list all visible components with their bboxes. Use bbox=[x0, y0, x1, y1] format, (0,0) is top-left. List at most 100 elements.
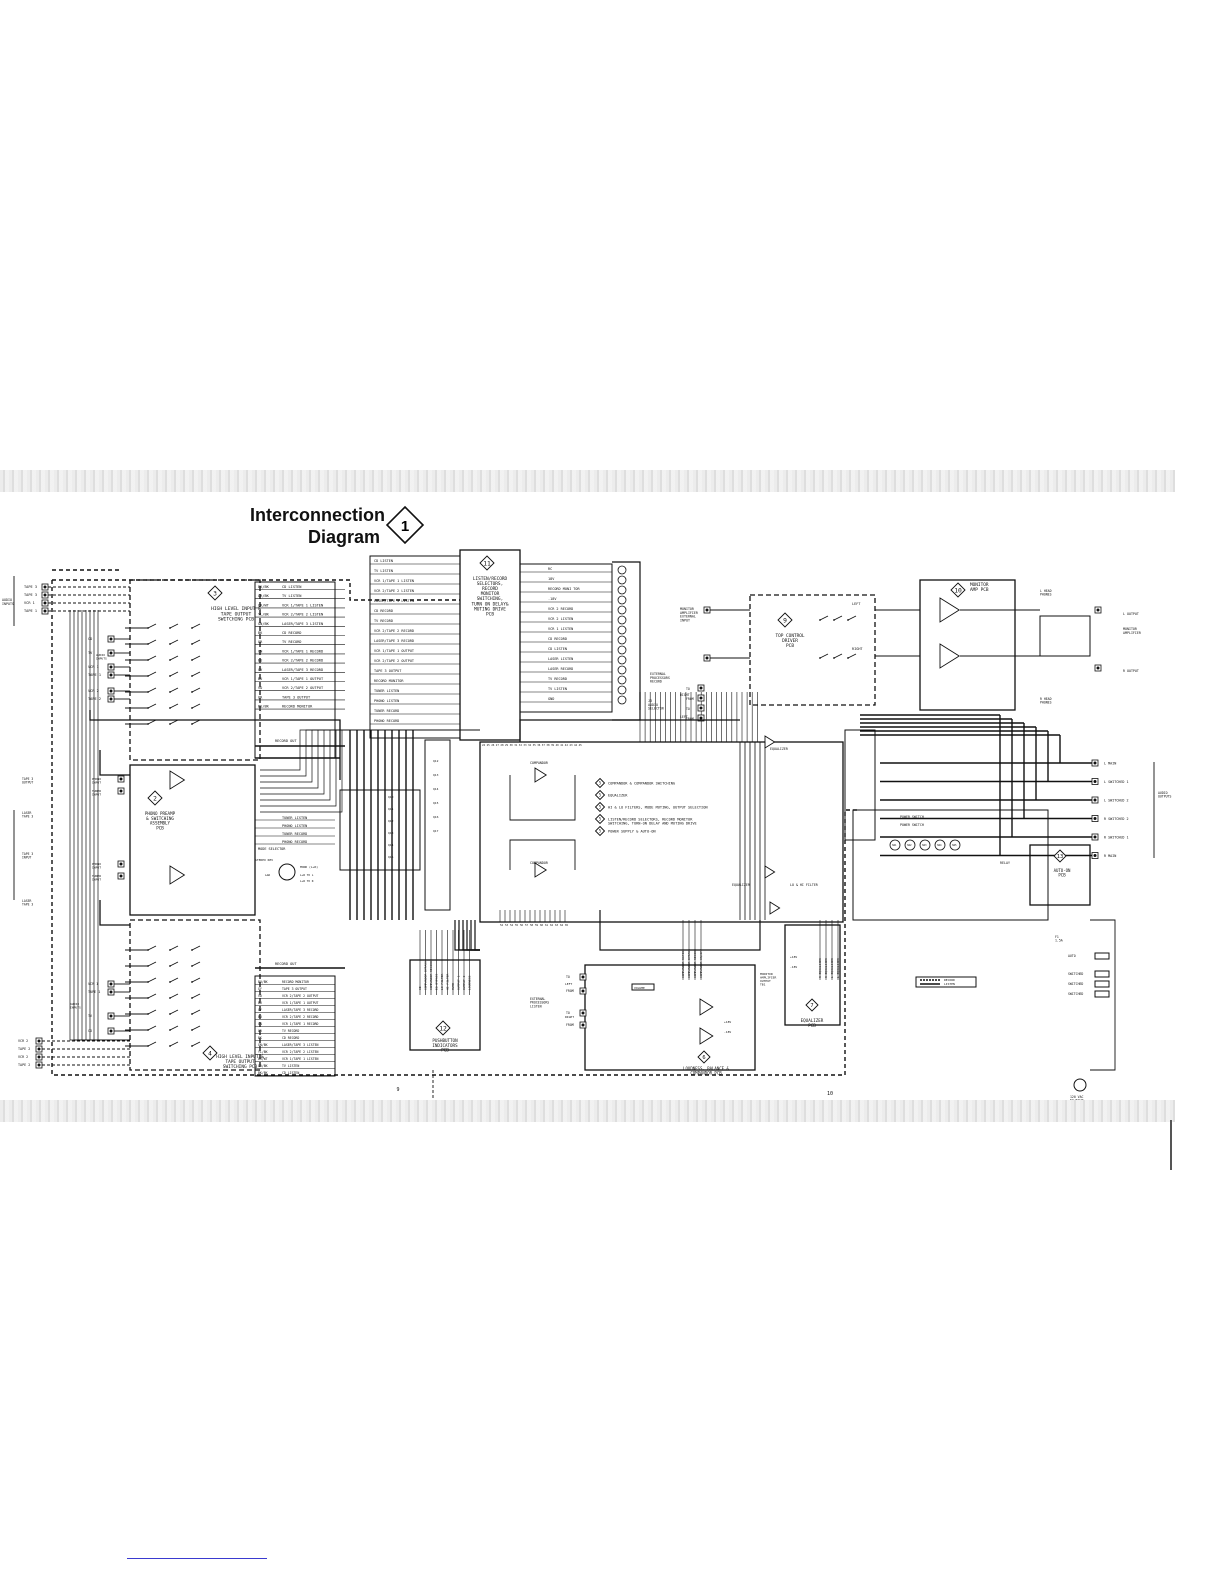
label-line: VCR 2/TAPE 2 LISTEN bbox=[282, 1050, 319, 1054]
label-line: 4 bbox=[208, 1050, 212, 1057]
switch-contact-dot bbox=[819, 657, 821, 659]
equalizer-wire-label: L EQUALIZER bbox=[836, 958, 840, 978]
label-line: INPUTS bbox=[96, 656, 107, 660]
switch-contact bbox=[147, 977, 157, 983]
loudness-amp-2 bbox=[699, 1027, 714, 1045]
listen-right-wire-label: VCR 2 LISTEN bbox=[548, 617, 573, 621]
pcb-number: 6 bbox=[702, 1055, 705, 1061]
pcb-7-diamond bbox=[805, 998, 819, 1012]
label-line: POWER SWITCH bbox=[900, 823, 924, 827]
switch-contact bbox=[169, 671, 179, 677]
label-line: LISTEN/RECORD SELECTORS, RECORD MONITOR bbox=[608, 818, 693, 822]
label-line: SW2 bbox=[907, 843, 912, 847]
wire-function: VCR 1/TAPE 1 OUTPUT bbox=[282, 677, 324, 681]
wire-color-code: BU bbox=[258, 1015, 262, 1019]
label-line: PHONO PREAMP bbox=[145, 811, 176, 816]
legend-diamond bbox=[594, 813, 606, 825]
loudness-amp-1 bbox=[699, 998, 714, 1016]
pcb-top-control-outline bbox=[749, 594, 876, 706]
label-line: RIGHT bbox=[852, 647, 863, 651]
tape-input-label: VCR 1 bbox=[24, 601, 35, 605]
switch-contact bbox=[147, 671, 157, 677]
label-line: LASER/TAPE 3 RECORD bbox=[374, 639, 414, 643]
label-line: 60 bbox=[540, 923, 544, 927]
label-line: LASER RECORD bbox=[548, 667, 573, 671]
switch-contact bbox=[191, 1025, 201, 1031]
label-line: RECORD bbox=[650, 680, 662, 684]
label-line: VCR 1 bbox=[88, 665, 99, 669]
pushbutton-wire-label: EQ BYPASS bbox=[435, 974, 439, 990]
label-line: 61 bbox=[545, 923, 549, 927]
voltage-label: -18V bbox=[790, 965, 797, 969]
label-line: L MAIN bbox=[1104, 762, 1116, 766]
pcb-6-diamond bbox=[697, 1050, 711, 1064]
power-supply-block bbox=[852, 809, 1049, 921]
label-line: SWITCHED bbox=[1068, 992, 1083, 996]
input-label: VCR 2 bbox=[88, 689, 99, 693]
wire bbox=[599, 910, 761, 951]
switch-contact bbox=[191, 671, 201, 677]
switch-contact bbox=[191, 1009, 201, 1015]
label-line: MONITOR bbox=[760, 972, 773, 976]
wire-color-code: GN/BK bbox=[258, 622, 270, 626]
label-line: TAPE 2 bbox=[88, 697, 101, 701]
ext-proc-jack-pin bbox=[699, 706, 703, 710]
label-line: EXTERNAL bbox=[650, 672, 666, 676]
switch-contact-dot bbox=[169, 949, 171, 951]
label-line: TO bbox=[686, 687, 690, 691]
listen-wire-label: TUNER RECORD bbox=[374, 709, 399, 713]
switch-contact-dot bbox=[191, 1045, 193, 1047]
wire-function: VCR 2/TAPE 2 LISTEN bbox=[282, 613, 323, 617]
monitor-right-output-label: R OUTPUT bbox=[1123, 669, 1139, 673]
jack-icon-pin bbox=[109, 982, 113, 986]
switch-contact bbox=[191, 719, 201, 725]
db-connector-pin bbox=[617, 615, 627, 625]
mode-selector-knob-icon bbox=[278, 863, 296, 881]
label-line: OR/WT bbox=[258, 1057, 268, 1061]
label-line: COMPANDOR bbox=[530, 761, 548, 765]
wire-function: VCR 2/TAPE 2 RECORD bbox=[282, 659, 323, 663]
mode-selector-position: L&R bbox=[265, 873, 270, 877]
pin-number: 28 bbox=[500, 743, 504, 747]
label-line: TV bbox=[88, 651, 93, 655]
pin-number: 44 bbox=[574, 743, 578, 747]
label-line: 52 bbox=[500, 923, 504, 927]
input-label: TV bbox=[88, 651, 93, 655]
loudness-wire-label: COMPANDOR BYPASS bbox=[687, 949, 691, 978]
center-switch-block bbox=[339, 789, 421, 871]
tape-input-jack-pin bbox=[43, 585, 47, 589]
label-line: LEFT bbox=[852, 602, 861, 606]
pushbutton-wire-label: OUTPUT 1 bbox=[457, 975, 461, 990]
chassis-boundary-top bbox=[52, 579, 460, 601]
pin-number: 33 bbox=[523, 743, 527, 747]
phono-wire-label: TUNER LISTEN bbox=[282, 816, 307, 820]
mode-selector-mono: MONO (L+R) bbox=[300, 865, 318, 869]
label-line: VCR 1/TAPE 1 OUTPUT bbox=[374, 649, 415, 653]
switch-contact-dot bbox=[191, 1013, 193, 1015]
label-line: 10 bbox=[827, 1091, 833, 1097]
label-line: 37 bbox=[542, 743, 546, 747]
switch-contact bbox=[147, 623, 157, 629]
label-line: 36 bbox=[537, 743, 541, 747]
label-line: Q14 bbox=[433, 787, 439, 791]
compandor-amp-bottom bbox=[534, 862, 548, 878]
label-line: PCB bbox=[486, 611, 494, 617]
label-line: -18V bbox=[548, 597, 557, 601]
tape-input-jack-pin bbox=[43, 609, 47, 613]
switch-contact bbox=[169, 1041, 179, 1047]
label-line: FROM bbox=[566, 1023, 574, 1027]
mode-selector-position: L+R TO L bbox=[300, 873, 314, 877]
label-line: BK/BK bbox=[258, 585, 270, 589]
bottom-input-label: VCR 2 bbox=[18, 1039, 28, 1043]
record-out-label: RECORD OUT bbox=[275, 739, 297, 743]
label-line: LISTEN bbox=[530, 1004, 542, 1008]
pushbutton-wire-label: HI FILTER bbox=[446, 974, 450, 990]
label-line: MUTING DRIVE bbox=[474, 606, 506, 612]
to-from-label: FROM bbox=[686, 717, 694, 721]
listen-right-wire-label: VCR 2 RECORD bbox=[548, 607, 573, 611]
label-line: EQUALIZER bbox=[732, 883, 750, 887]
label-line: R HEAD bbox=[1040, 697, 1052, 701]
listen-right-label: RIGHT bbox=[565, 1015, 574, 1019]
